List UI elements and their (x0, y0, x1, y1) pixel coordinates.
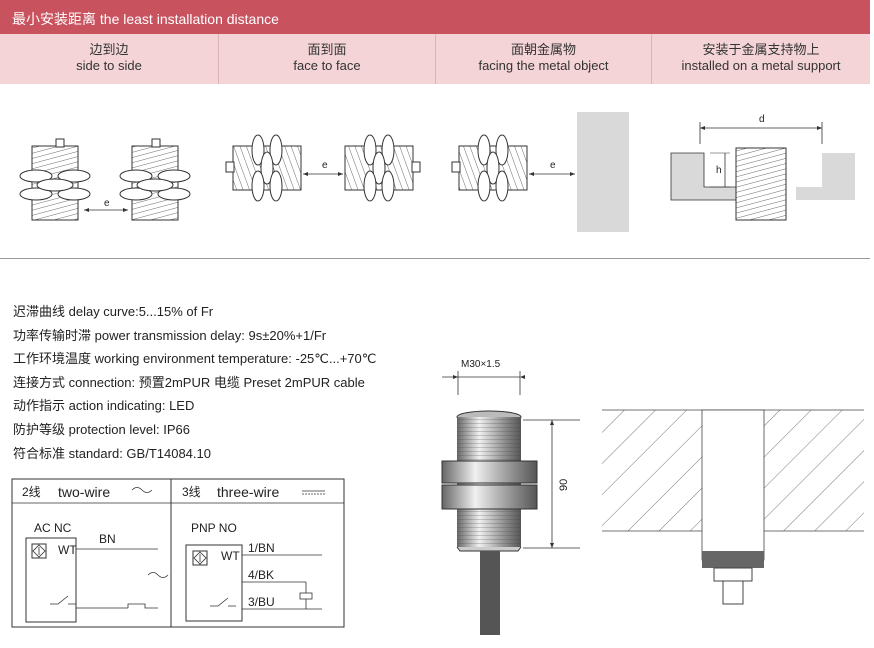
sensor-symbol-icon (192, 550, 208, 566)
wt-label: WT (58, 543, 77, 557)
sensor-body (441, 410, 538, 635)
dimension-label-d: d (759, 114, 765, 125)
column-label-zh: 面朝金属物 (510, 42, 576, 57)
load-icon (299, 592, 313, 600)
installation-section-drawing (602, 409, 864, 605)
spec-temperature: 工作环境温度 working environment temperature: … (13, 351, 377, 367)
section-header: 最小安装距离 the least installation distance (0, 0, 870, 34)
spec-protection: 防护等级 protection level: IP66 (13, 421, 191, 437)
face-to-face-diagram: e (225, 134, 421, 202)
section-divider (0, 258, 870, 259)
column-divider (218, 34, 219, 84)
length-label: 90 (558, 479, 570, 491)
column-label-zh: 边到边 (89, 42, 129, 57)
spec-indicator: 动作指示 action indicating: LED (13, 398, 195, 414)
column-face-to-face: 面到面 face to face (219, 34, 435, 84)
metal-object (577, 112, 629, 232)
ac-symbol-icon (131, 487, 153, 493)
three-wire-title-en: three-wire (217, 484, 279, 500)
installation-diagrams: e e e (19, 112, 855, 232)
distance-label-e: e (104, 198, 110, 209)
column-side-to-side: 边到边 side to side (0, 34, 218, 84)
switch-icon (210, 597, 236, 607)
wt-label: WT (221, 549, 240, 563)
section-title: 最小安装距离 the least installation distance (12, 11, 279, 27)
three-wire-type: PNP NO (191, 521, 237, 535)
dimension-label-h: h (716, 165, 722, 176)
wire-bn-label: BN (99, 532, 116, 546)
ac-symbol-icon (147, 572, 169, 578)
two-wire-title-zh: 2线 (22, 485, 41, 499)
switch-icon (50, 595, 76, 605)
wiring-diagrams: 2线 two-wire 3线 three-wire AC NC WT BN PN… (11, 478, 345, 628)
column-label-en: installed on a metal support (681, 58, 841, 73)
column-divider (651, 34, 652, 84)
column-label-en: facing the metal object (478, 58, 609, 73)
side-to-side-diagram: e (19, 138, 191, 221)
spec-transmission-delay: 功率传输时滞 power transmission delay: 9s±20%+… (13, 327, 327, 343)
spec-delay-curve: 迟滞曲线 delay curve:5...15% of Fr (13, 304, 214, 319)
two-wire-title-en: two-wire (58, 484, 110, 500)
spec-standard: 符合标准 standard: GB/T14084.10 (13, 445, 211, 461)
column-divider (435, 34, 436, 84)
wire-4bk-label: 4/BK (248, 568, 274, 582)
column-label-en: side to side (76, 58, 142, 73)
spec-connection: 连接方式 connection: 预置2mPUR 电缆 Preset 2mPUR… (13, 374, 365, 390)
distance-label-e: e (550, 160, 556, 171)
column-label-zh: 面到面 (307, 42, 347, 57)
column-metal-support: 安装于金属支持物上 installed on a metal support (652, 34, 870, 84)
wire-1bn-label: 1/BN (248, 541, 275, 555)
sensor-symbol-icon (31, 543, 47, 559)
column-label-zh: 安装于金属支持物上 (702, 42, 820, 57)
thread-size-label: M30×1.5 (461, 359, 501, 370)
two-wire-type: AC NC (34, 521, 72, 535)
column-facing-metal: 面朝金属物 facing the metal object (436, 34, 651, 84)
wire-3bu-label: 3/BU (248, 595, 275, 609)
column-label-en: face to face (293, 58, 361, 73)
metal-support-diagram: d h (670, 114, 855, 221)
three-wire-title-zh: 3线 (182, 485, 201, 499)
distance-label-e: e (322, 160, 328, 171)
spec-list: 迟滞曲线 delay curve:5...15% of Fr 功率传输时滞 po… (13, 300, 376, 465)
facing-metal-diagram: e (451, 112, 629, 232)
sensor-drawing: M30×1.5 90 (441, 359, 580, 635)
